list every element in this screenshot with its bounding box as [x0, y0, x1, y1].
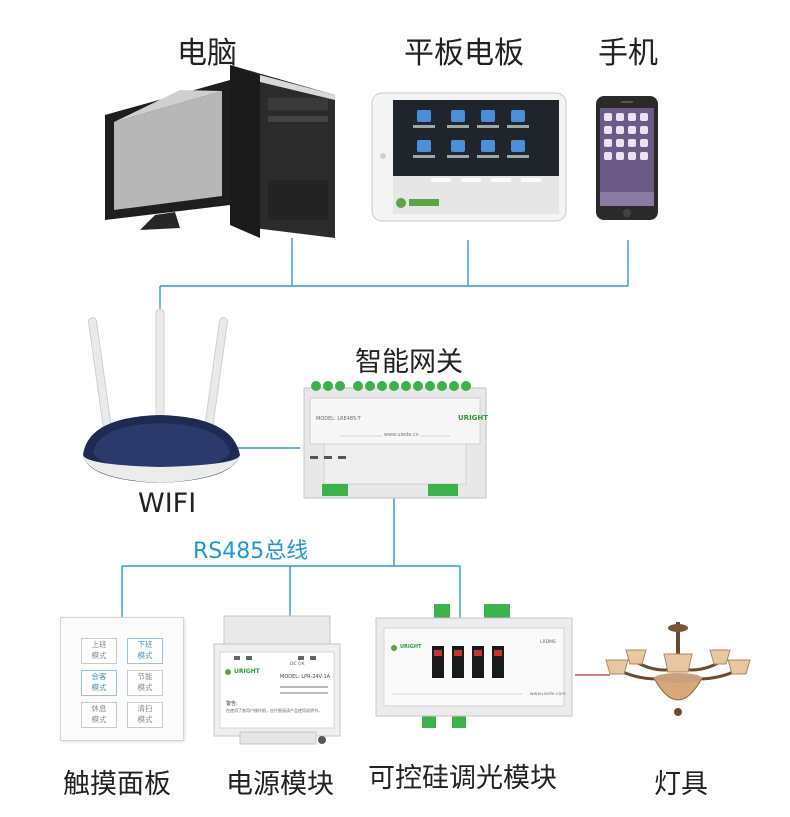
panel-button-clean-mode: 模式 — [137, 715, 153, 724]
panel-button-guest: 会客模式 — [81, 670, 117, 696]
power-module-label: 电源模块 — [226, 769, 334, 800]
gateway-module: MODEL: LRE485-T URIGHT www.uiede.cn — [300, 376, 490, 504]
panel-button-work: 上班模式 — [81, 638, 117, 664]
panel-button-clean: 清扫模式 — [127, 702, 163, 728]
wifi-router-icon — [83, 308, 240, 483]
panel-button-rest: 休息模式 — [81, 702, 117, 728]
dimmer-module-label: 可控硅调光模块 — [368, 763, 557, 794]
dimmer-brand: URIGHT — [400, 644, 422, 650]
panel-button-guest-mode: 模式 — [91, 683, 107, 692]
panel-button-guest-label: 会客 — [91, 672, 107, 681]
panel-button-energy: 节能模式 — [127, 670, 163, 696]
touch-panel-label: 触摸面板 — [63, 769, 171, 800]
gateway-housing — [303, 381, 487, 499]
computer-icon — [105, 65, 335, 238]
tablet-label: 平板电板 — [404, 36, 524, 71]
chandelier-icon — [605, 622, 751, 716]
panel-button-work-mode: 模式 — [91, 651, 107, 660]
power-warning-title: 警告: — [226, 701, 238, 707]
power-brand: URIGHT — [234, 668, 260, 675]
power-dc-label: DC OK — [290, 662, 305, 667]
phone-label: 手机 — [598, 36, 658, 71]
power-warning-text: 在使用了各用户操作前，应仔细阅读产品使用说明书。 — [226, 708, 322, 713]
panel-button-energy-label: 节能 — [137, 672, 153, 681]
panel-button-offwork-label: 下班 — [137, 640, 153, 649]
computer-label: 电脑 — [177, 36, 237, 71]
dimmer-model: LRDMS — [540, 640, 556, 645]
wifi-label: WIFI — [138, 488, 197, 519]
phone-icon — [596, 96, 658, 220]
power-model: MODEL: LPR-24V-1A — [280, 674, 331, 680]
panel-button-rest-mode: 模式 — [91, 715, 107, 724]
panel-button-clean-label: 清扫 — [137, 704, 153, 713]
gateway-label: 智能网关 — [355, 347, 463, 378]
panel-button-work-label: 上班 — [91, 640, 107, 649]
rs485-bus-label: RS485总线 — [193, 539, 309, 564]
panel-button-offwork: 下班模式 — [127, 638, 163, 664]
dimmer-module-housing — [375, 604, 573, 728]
dimmer-module-device: URIGHT LRDMS www.uiede.com — [372, 600, 577, 730]
dimmer-url: www.uiede.com — [530, 692, 566, 697]
power-module-device: URIGHT DC OK MODEL: LPR-24V-1A 警告: 在使用了各… — [210, 612, 345, 747]
touch-panel-device: 上班模式 下班模式 会客模式 节能模式 休息模式 清扫模式 — [60, 617, 184, 741]
power-module-housing — [213, 615, 341, 745]
panel-button-energy-mode: 模式 — [137, 683, 153, 692]
gateway-brand: URIGHT — [458, 414, 489, 422]
panel-button-offwork-mode: 模式 — [137, 651, 153, 660]
gateway-model: MODEL: LRE485-T — [316, 416, 361, 422]
lamp-label: 灯具 — [654, 769, 708, 800]
tablet-icon — [371, 92, 567, 222]
gateway-url: www.uiede.cn — [382, 432, 421, 438]
panel-button-rest-label: 休息 — [91, 704, 107, 713]
